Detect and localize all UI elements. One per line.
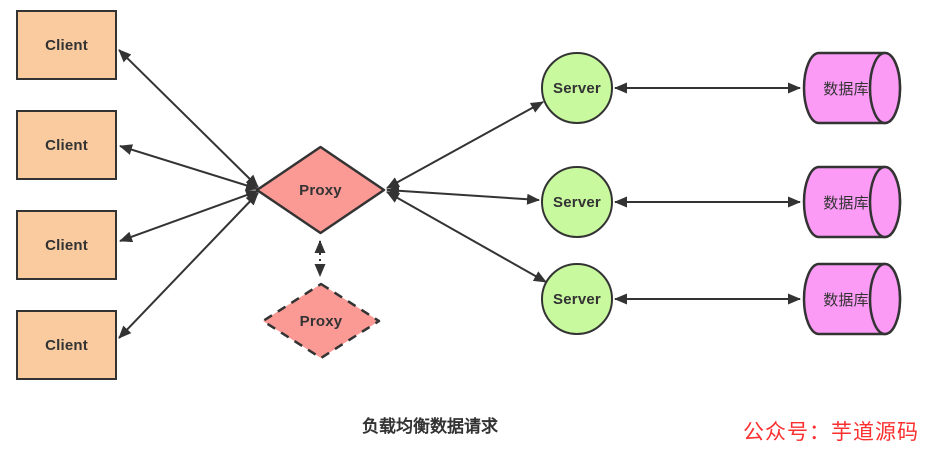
- diagram-title: 负载均衡数据请求: [362, 417, 498, 436]
- watermark-text: 公众号：芋道源码: [743, 420, 919, 444]
- proxy-diamond-backup: Proxy: [261, 282, 381, 360]
- client-box-4: Client: [16, 310, 117, 380]
- database-label: 数据库: [823, 80, 869, 98]
- client-label: Client: [45, 136, 88, 154]
- cylinder-shape: [802, 262, 902, 336]
- database-label: 数据库: [823, 291, 869, 309]
- cylinder-shape: [802, 51, 902, 125]
- database-cylinder-2: 数据库: [802, 165, 902, 239]
- server-label: Server: [553, 79, 601, 97]
- server-label: Server: [553, 193, 601, 211]
- database-cylinder-1: 数据库: [802, 51, 902, 125]
- client-box-1: Client: [16, 10, 117, 80]
- server-label: Server: [553, 290, 601, 308]
- proxy-label: Proxy: [299, 181, 342, 199]
- server-circle-3: Server: [541, 263, 613, 335]
- client-box-2: Client: [16, 110, 117, 180]
- proxy-label: Proxy: [299, 312, 343, 330]
- connector-proxy-server1: [386, 101, 544, 189]
- connector-client4-proxy: [118, 192, 259, 339]
- client-label: Client: [45, 236, 88, 254]
- client-label: Client: [45, 336, 88, 354]
- client-box-3: Client: [16, 210, 117, 280]
- database-cylinder-3: 数据库: [802, 262, 902, 336]
- server-circle-2: Server: [541, 166, 613, 238]
- proxy-diamond-main: Proxy: [255, 145, 386, 235]
- diamond-shape: [255, 145, 386, 235]
- diamond-shape: [261, 282, 381, 360]
- cylinder-shape: [802, 165, 902, 239]
- database-label: 数据库: [823, 194, 869, 212]
- connector-proxy-server2: [386, 185, 540, 205]
- client-label: Client: [45, 36, 88, 54]
- server-circle-1: Server: [541, 52, 613, 124]
- connector-proxy-server3: [386, 191, 547, 283]
- connector-client2-proxy: [119, 144, 259, 191]
